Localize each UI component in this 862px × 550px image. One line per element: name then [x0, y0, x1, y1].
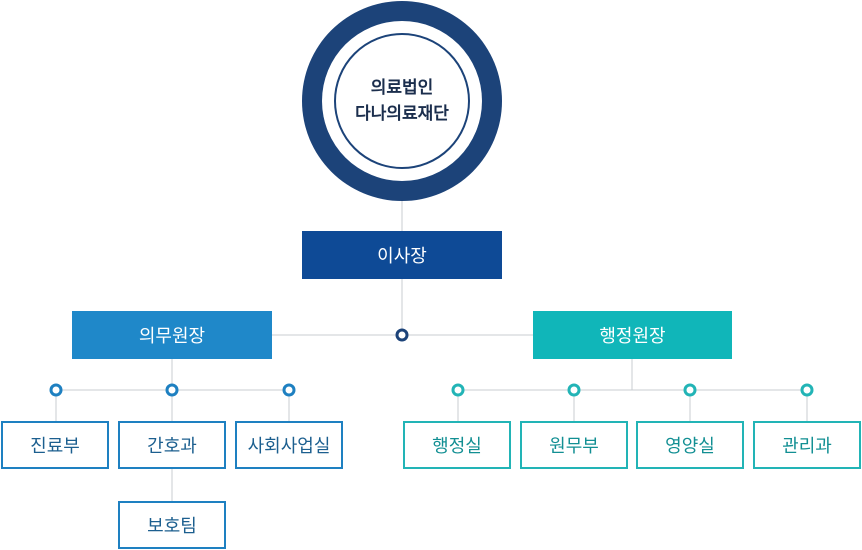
dept-label: 진료부	[30, 436, 80, 457]
chairman-box: 이사장	[302, 231, 502, 279]
dept-box-social-work: 사회사업실	[235, 421, 343, 469]
dept-box-nursing: 간호과	[118, 421, 226, 469]
team-box-protection: 보호팀	[118, 501, 226, 549]
dept-label: 행정실	[432, 436, 482, 457]
chairman-label: 이사장	[377, 246, 427, 267]
root-name-line2: 다나의료재단	[355, 104, 449, 124]
dept-label: 영양실	[665, 436, 715, 457]
hub-node	[395, 328, 409, 342]
node-medical-2	[165, 383, 179, 397]
dept-label: 원무부	[549, 436, 599, 457]
dept-box-medical-treatment: 진료부	[1, 421, 109, 469]
dept-box-patient-affairs: 원무부	[520, 421, 628, 469]
admin-director-box: 행정원장	[533, 311, 732, 359]
root-foundation-circle: 의료법인 다나의료재단	[302, 1, 502, 201]
admin-director-label: 행정원장	[599, 326, 666, 347]
medical-director-box: 의무원장	[72, 311, 272, 359]
dept-box-administration: 행정실	[403, 421, 511, 469]
node-medical-1	[49, 383, 63, 397]
root-name-line1: 의료법인	[370, 78, 434, 98]
root-inner-ring: 의료법인 다나의료재단	[322, 21, 482, 181]
node-admin-2	[567, 383, 581, 397]
medical-director-label: 의무원장	[138, 326, 206, 347]
dept-label: 사회사업실	[247, 436, 331, 457]
node-admin-4	[800, 383, 814, 397]
node-admin-3	[683, 383, 697, 397]
team-label: 보호팀	[147, 516, 197, 537]
dept-box-nutrition: 영양실	[636, 421, 744, 469]
dept-label: 간호과	[147, 436, 197, 457]
dept-box-management: 관리과	[753, 421, 861, 469]
dept-label: 관리과	[782, 436, 832, 457]
node-admin-1	[451, 383, 465, 397]
node-medical-3	[282, 383, 296, 397]
root-foundation-label: 의료법인 다나의료재단	[334, 33, 470, 169]
